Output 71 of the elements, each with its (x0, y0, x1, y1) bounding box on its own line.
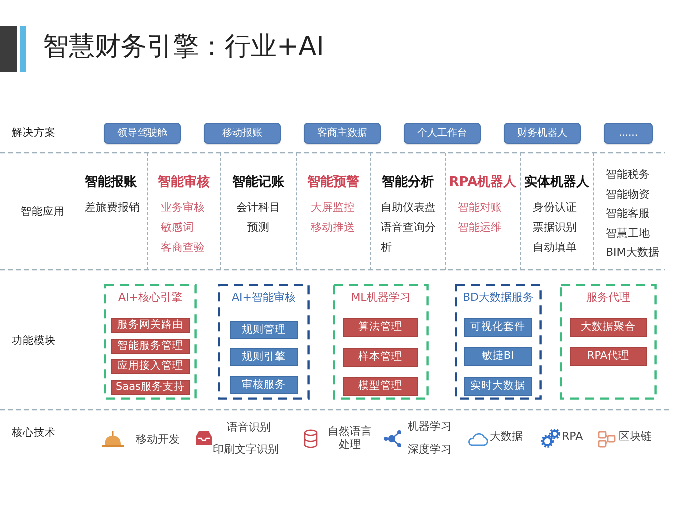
module-item: 规则引擎 (230, 348, 298, 366)
feature-item: 智能客服 (606, 206, 650, 222)
column-heading: 智能分析 (381, 174, 435, 192)
solution-pill: 移动报账 (204, 123, 281, 144)
column-heading: 实体机器人 (524, 174, 590, 192)
tech-label: 机器学习 (408, 420, 452, 434)
module-title: ML机器学习 (350, 291, 412, 305)
column-heading: RPA机器人 (448, 174, 518, 192)
column-heading: 智能报账 (84, 174, 138, 192)
solution-pill: ...... (604, 123, 653, 144)
column-heading: 智能预警 (306, 174, 360, 192)
module-item: RPA代理 (570, 347, 647, 366)
feature-item: 智能运维 (458, 220, 502, 236)
feature-item: 业务审核 (161, 200, 205, 216)
feature-item: 大屏监控 (311, 200, 355, 216)
module-item: Saas服务支持 (111, 380, 190, 395)
tech-label: 语音识别 (227, 421, 271, 435)
solution-pill: 领导驾驶舱 (104, 123, 181, 144)
module-frame (560, 284, 657, 400)
feature-item: 自助仪表盘 (381, 200, 436, 216)
row-label: 解决方案 (12, 126, 56, 140)
module-item: 敏捷BI (464, 347, 532, 366)
column-heading: 智能审核 (157, 174, 211, 192)
page-title: 智慧财务引擎：行业+AI (43, 31, 324, 63)
module-item: 大数据聚合 (570, 318, 647, 337)
module-item: 规则管理 (230, 321, 298, 339)
feature-item: 票据识别 (533, 220, 577, 236)
feature-item: 移动推送 (311, 220, 355, 236)
module-item: 智能服务管理 (111, 339, 190, 354)
feature-item: 智能税务 (606, 167, 650, 183)
tech-label: 移动开发 (136, 433, 180, 447)
module-title: AI+核心引擎 (118, 291, 184, 305)
module-item: 模型管理 (343, 377, 418, 396)
feature-item: 智能对账 (458, 200, 502, 216)
feature-item: 敏感词 (161, 220, 194, 236)
module-item: 可视化套件 (464, 318, 532, 337)
module-frame (104, 284, 197, 400)
solution-pill: 财务机器人 (504, 123, 581, 144)
module-item: 服务网关路由 (111, 318, 190, 333)
row-label: 核心技术 (12, 426, 56, 440)
module-item: 样本管理 (343, 348, 418, 367)
module-item: 实时大数据 (464, 377, 532, 396)
module-item: 审核服务 (230, 376, 298, 394)
tech-label: 深度学习 (408, 443, 452, 457)
tech-label: RPA (562, 430, 584, 444)
tech-label: 印刷文字识别 (213, 443, 279, 457)
tech-label: 自然语言处理 (327, 425, 373, 451)
feature-item: 智能物资 (606, 186, 650, 202)
module-title: BD大数据服务 (462, 291, 536, 305)
feature-item: 身份认证 (533, 200, 577, 216)
row-label: 智能应用 (21, 205, 65, 219)
solution-pill: 客商主数据 (304, 123, 381, 144)
column-heading: 智能记账 (232, 174, 286, 192)
feature-item: 客商查验 (161, 240, 205, 256)
module-frame (218, 284, 310, 400)
feature-item: BIM大数据 (606, 245, 660, 261)
module-frame (333, 284, 429, 400)
module-title: AI+智能审核 (231, 291, 297, 305)
module-title: 服务代理 (586, 291, 632, 305)
feature-item: 语音查询分析 (381, 220, 437, 256)
feature-item: 差旅费报销 (85, 200, 140, 216)
module-item: 算法管理 (343, 318, 418, 337)
solution-pill: 个人工作台 (404, 123, 481, 144)
module-item: 应用接入管理 (111, 359, 190, 374)
row-label: 功能模块 (12, 334, 56, 348)
feature-item: 智慧工地 (606, 226, 650, 242)
feature-item: 自动填单 (533, 240, 577, 256)
tech-label: 大数据 (490, 430, 523, 444)
module-frame (455, 284, 542, 400)
feature-item: 会计科目预测 (236, 200, 282, 236)
tech-label: 区块链 (619, 430, 652, 444)
